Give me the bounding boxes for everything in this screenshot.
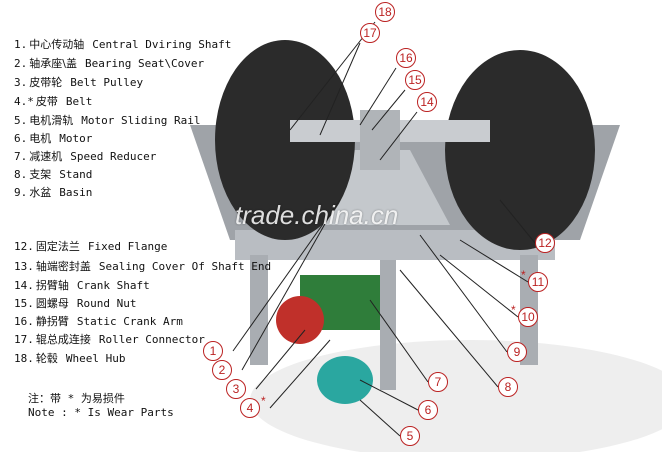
legend-en: Stand <box>59 168 93 181</box>
legend-item: 14.拐臂轴 Crank Shaft <box>14 277 150 293</box>
legend-num: 13. <box>14 260 34 273</box>
legend-num: 12. <box>14 240 34 253</box>
belt-pulley <box>276 296 324 344</box>
legend-num: 17. <box>14 333 34 346</box>
callout-10: 10 <box>518 307 538 327</box>
legend-num: 4.* <box>14 95 34 108</box>
callout-12: 12 <box>535 233 555 253</box>
legend-num: 3. <box>14 76 28 89</box>
legend-en: Static Crank Arm <box>76 315 183 328</box>
legend-cn: 水盆 <box>29 186 52 199</box>
callout-3: 3 <box>226 379 246 399</box>
callout-14: 14 <box>417 92 437 112</box>
wheel-left <box>215 40 355 240</box>
legend-num: 15. <box>14 297 34 310</box>
legend-cn: 固定法兰 <box>35 240 80 253</box>
legend-en: Basin <box>59 186 93 199</box>
wear-part-star: * <box>521 268 526 282</box>
legend-item: 17.辊总成连接 Roller Connector <box>14 331 205 347</box>
legend-cn: 中心传动轴 <box>29 38 85 51</box>
wear-part-star: * <box>511 303 516 317</box>
legend-cn: 圆螺母 <box>35 297 69 310</box>
legend-num: 14. <box>14 279 34 292</box>
legend-num: 7. <box>14 150 28 163</box>
legend-cn: 静拐臂 <box>35 315 69 328</box>
legend-item: 12.固定法兰 Fixed Flange <box>14 238 167 254</box>
legend-item: 3.皮带轮 Belt Pulley <box>14 74 143 90</box>
legend-cn: 拐臂轴 <box>35 279 69 292</box>
callout-4: 4 <box>240 398 260 418</box>
legend-item: 18.轮毂 Wheel Hub <box>14 350 125 366</box>
floor-shadow <box>250 340 662 452</box>
legend-num: 1. <box>14 38 28 51</box>
legend-cn: 减速机 <box>29 150 63 163</box>
motor <box>317 356 373 404</box>
legend-en: Round Nut <box>76 297 137 310</box>
legend-en: Belt Pulley <box>70 76 144 89</box>
legend-num: 6. <box>14 132 28 145</box>
note-en: Note : * Is Wear Parts <box>28 406 174 419</box>
legend-cn: 轴承座\盖 <box>29 57 77 70</box>
legend-item: 15.圆螺母 Round Nut <box>14 295 136 311</box>
legend-en: Sealing Cover Of Shaft End <box>98 260 272 273</box>
watermark: trade.china.cn <box>235 200 399 230</box>
legend-item: 5.电机滑轨 Motor Sliding Rail <box>14 112 200 128</box>
legend-en: Belt <box>65 95 93 108</box>
legend-en: Central Dviring Shaft <box>92 38 232 51</box>
legend-en: Motor <box>59 132 93 145</box>
legend-cn: 轮毂 <box>35 352 58 365</box>
legend-item: 6.电机 Motor <box>14 130 92 146</box>
legend-num: 2. <box>14 57 28 70</box>
legend-en: Fixed Flange <box>87 240 168 253</box>
legend-num: 18. <box>14 352 34 365</box>
legend-cn: 轴端密封盖 <box>35 260 91 273</box>
legend-item: 13.轴端密封盖 Sealing Cover Of Shaft End <box>14 258 271 274</box>
callout-6: 6 <box>418 400 438 420</box>
leader-lines <box>232 21 536 437</box>
legend-en: Speed Reducer <box>70 150 157 163</box>
callout-15: 15 <box>405 70 425 90</box>
central-shaft <box>360 110 400 170</box>
callout-17: 17 <box>360 23 380 43</box>
callout-1: 1 <box>203 341 223 361</box>
center-cone <box>320 150 450 225</box>
callout-18: 18 <box>375 2 395 22</box>
callout-16: 16 <box>396 48 416 68</box>
legend-num: 16. <box>14 315 34 328</box>
legend-cn: 电机 <box>29 132 52 145</box>
wheel-right <box>445 50 595 250</box>
legend-en: Roller Connector <box>98 333 205 346</box>
legend-en: Wheel Hub <box>65 352 126 365</box>
legend-item: 16.静拐臂 Static Crank Arm <box>14 313 183 329</box>
callout-5: 5 <box>400 426 420 446</box>
legend-cn: 皮带轮 <box>29 76 63 89</box>
callout-2: 2 <box>212 360 232 380</box>
legend-item: 8.支架 Stand <box>14 166 92 182</box>
callout-11: 11 <box>528 272 548 292</box>
callout-7: 7 <box>428 372 448 392</box>
legend-num: 8. <box>14 168 28 181</box>
legend-num: 9. <box>14 186 28 199</box>
legend-num: 5. <box>14 114 28 127</box>
callout-8: 8 <box>498 377 518 397</box>
legend-cn: 支架 <box>29 168 52 181</box>
legend-item: 9.水盆 Basin <box>14 184 92 200</box>
legend-item: 4.*皮带 Belt <box>14 93 92 109</box>
legend-en: Bearing Seat\Cover <box>84 57 205 70</box>
legend-item: 7.减速机 Speed Reducer <box>14 148 156 164</box>
callout-9: 9 <box>507 342 527 362</box>
note-cn: 注：带 * 为易损件 <box>28 392 125 405</box>
legend-item: 1.中心传动轴 Central Dviring Shaft <box>14 36 231 52</box>
legend-en: Motor Sliding Rail <box>81 114 201 127</box>
legend-item: 2.轴承座\盖 Bearing Seat\Cover <box>14 55 204 71</box>
legend-en: Crank Shaft <box>76 279 150 292</box>
legend-cn: 辊总成连接 <box>35 333 91 346</box>
legend-cn: 电机滑轨 <box>29 114 74 127</box>
wear-part-star: * <box>261 394 266 408</box>
stand-leg <box>250 255 268 365</box>
legend-cn: 皮带 <box>35 95 58 108</box>
